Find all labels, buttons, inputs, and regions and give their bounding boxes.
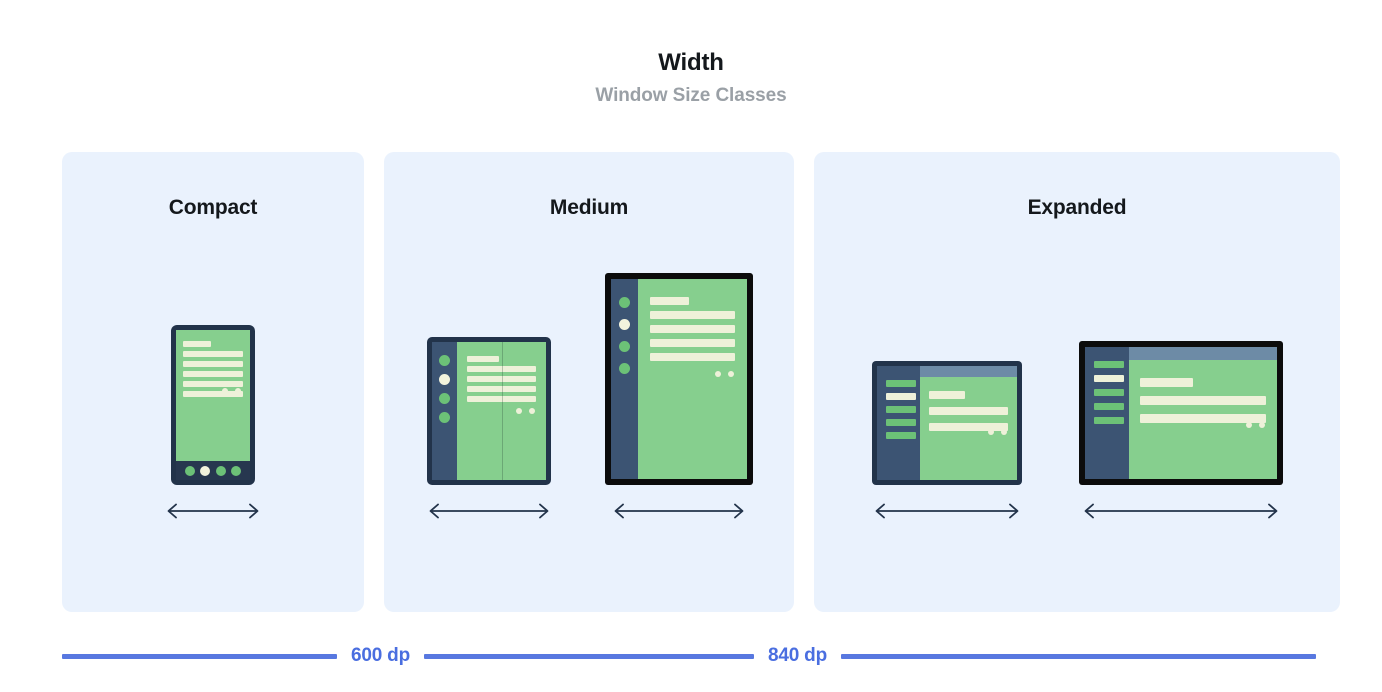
device-slot-tablet-landscape xyxy=(1079,341,1283,520)
device-foldable xyxy=(427,337,551,485)
device-laptop xyxy=(872,361,1022,485)
content-line xyxy=(183,341,211,347)
drawer-nav-item xyxy=(1094,389,1124,396)
content-trailing-dots xyxy=(1246,422,1265,428)
drawer-nav-item xyxy=(886,432,916,439)
fold-crease-line xyxy=(501,342,503,480)
bottom-nav-item xyxy=(185,465,196,476)
content-line xyxy=(467,376,536,382)
drawer-nav-item xyxy=(886,419,916,426)
content-line xyxy=(1140,414,1266,423)
navigation-rail-tablet-portrait xyxy=(611,279,638,479)
device-area-expanded xyxy=(814,152,1340,612)
rail-nav-item xyxy=(619,297,630,308)
drawer-nav-item-active xyxy=(886,393,916,400)
content-line xyxy=(467,396,536,402)
device-area-compact xyxy=(62,152,364,612)
content-line xyxy=(467,366,536,372)
content-line xyxy=(183,361,243,367)
content-line xyxy=(650,353,735,361)
content-line xyxy=(650,339,735,347)
device-tablet-landscape xyxy=(1079,341,1283,485)
rail-nav-item xyxy=(619,341,630,352)
rail-nav-item xyxy=(439,393,450,404)
content-line xyxy=(183,391,243,397)
phone-content xyxy=(176,330,250,461)
breakpoint-label-600dp: 600 dp xyxy=(351,645,410,666)
rail-nav-item xyxy=(619,363,630,374)
bottom-nav-item-active xyxy=(200,465,211,476)
drawer-nav-item xyxy=(1094,417,1124,424)
content-line xyxy=(650,325,735,333)
bottom-nav-item xyxy=(215,465,226,476)
scale-segment-compact xyxy=(62,653,337,659)
laptop-content xyxy=(920,377,1017,480)
rail-nav-item-active xyxy=(619,319,630,330)
navigation-rail-foldable xyxy=(432,342,457,480)
content-line xyxy=(929,423,1008,431)
content-line xyxy=(650,297,690,305)
content-line xyxy=(183,371,243,377)
foldable-content xyxy=(457,342,546,480)
panel-medium: Medium xyxy=(384,152,794,612)
scale-segment-medium xyxy=(424,653,754,659)
drawer-nav-item xyxy=(886,380,916,387)
content-line xyxy=(183,351,243,357)
drawer-nav-item xyxy=(1094,403,1124,410)
width-arrow-phone xyxy=(163,502,263,520)
page-subtitle: Window Size Classes xyxy=(595,85,787,106)
breakpoint-scale: 600 dp 840 dp xyxy=(62,641,1340,671)
panel-title-compact: Compact xyxy=(168,196,258,219)
content-trailing-dots xyxy=(988,429,1007,435)
panel-expanded: Expanded xyxy=(814,152,1340,612)
content-line xyxy=(467,386,536,392)
content-trailing-dots xyxy=(516,408,535,414)
device-area-medium xyxy=(384,152,794,612)
content-line xyxy=(929,391,966,399)
width-arrow-laptop xyxy=(871,502,1023,520)
content-trailing-dots xyxy=(222,388,241,394)
bottom-nav-item xyxy=(230,465,241,476)
breakpoint-label-840dp: 840 dp xyxy=(768,645,827,666)
page-title: Width xyxy=(658,49,724,76)
panel-title-expanded: Expanded xyxy=(1027,196,1127,219)
rail-nav-item xyxy=(439,412,450,423)
device-tablet-portrait xyxy=(605,273,753,485)
navigation-drawer-tablet-landscape xyxy=(1085,347,1129,479)
window-titlebar-tablet-landscape xyxy=(1129,347,1277,360)
device-slot-laptop xyxy=(871,361,1023,520)
device-slot-tablet-portrait xyxy=(605,273,753,520)
size-class-panels: Compact xyxy=(62,152,1340,612)
panel-compact: Compact xyxy=(62,152,364,612)
diagram-header: Width Window Size Classes xyxy=(0,48,1382,108)
phone-bottom-nav xyxy=(176,461,250,480)
content-line xyxy=(183,381,243,387)
scale-segment-expanded xyxy=(841,653,1316,659)
content-line xyxy=(650,311,735,319)
panel-title-medium: Medium xyxy=(549,196,629,219)
drawer-nav-item xyxy=(886,406,916,413)
device-slot-phone xyxy=(163,325,263,520)
window-titlebar-laptop xyxy=(920,366,1017,377)
device-phone xyxy=(171,325,255,485)
content-line xyxy=(1140,396,1266,405)
device-slot-foldable xyxy=(425,337,553,520)
content-line xyxy=(467,356,499,362)
content-trailing-dots xyxy=(715,371,734,377)
drawer-nav-item-active xyxy=(1094,375,1124,382)
tablet-portrait-content xyxy=(638,279,747,479)
width-arrow-tablet-landscape xyxy=(1080,502,1282,520)
content-line xyxy=(929,407,1008,415)
width-arrow-foldable xyxy=(425,502,553,520)
navigation-drawer-laptop xyxy=(877,366,920,480)
tablet-landscape-content xyxy=(1129,360,1277,479)
rail-nav-item-active xyxy=(439,374,450,385)
width-arrow-tablet-portrait xyxy=(610,502,748,520)
rail-nav-item xyxy=(439,355,450,366)
content-line xyxy=(1140,378,1193,387)
drawer-nav-item xyxy=(1094,361,1124,368)
